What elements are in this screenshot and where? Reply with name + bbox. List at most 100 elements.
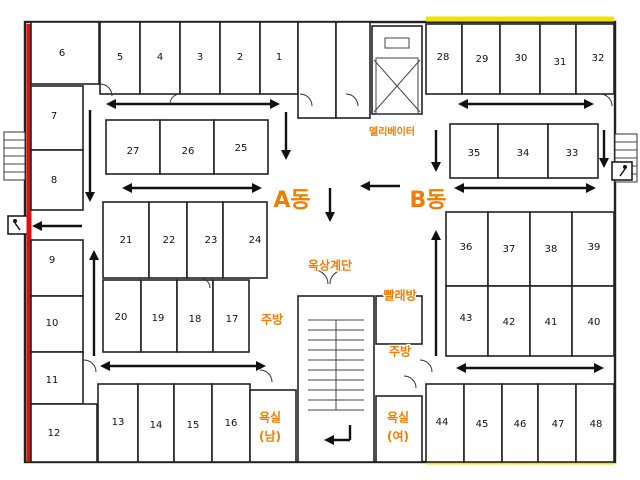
room-number: 2	[237, 52, 243, 63]
room-10	[30, 295, 84, 353]
bath-women-sub-label: (여)	[387, 429, 409, 444]
room-number: 40	[588, 317, 601, 328]
room-46	[501, 383, 539, 463]
bath-women-label: 욕실	[387, 410, 409, 425]
room-32	[575, 23, 615, 95]
room-number: 26	[182, 146, 195, 157]
left-exit-stairs	[3, 131, 26, 181]
room-number: 25	[235, 143, 248, 154]
room-number: 48	[590, 419, 603, 430]
room-number: 46	[514, 419, 527, 430]
room-23	[186, 201, 224, 279]
building-b-label: B동	[409, 188, 446, 213]
building-a-label: A동	[273, 188, 310, 213]
room-number: 22	[163, 235, 176, 246]
room-number: 1	[276, 52, 282, 63]
room-number: 28	[437, 52, 450, 63]
room-number: 7	[51, 111, 57, 122]
room-14	[137, 383, 175, 463]
evacuation-arrows	[32, 99, 609, 445]
room-3	[179, 21, 221, 95]
room-number: 20	[115, 312, 128, 323]
room-number: 34	[517, 148, 530, 159]
room-11	[30, 351, 84, 405]
room-number: 3	[197, 52, 203, 63]
room-number: 30	[515, 53, 528, 64]
room-36	[445, 211, 489, 287]
room-number: 11	[46, 375, 59, 386]
room-44	[425, 383, 465, 463]
exit-sign-left	[7, 215, 29, 235]
room-number: 45	[476, 419, 489, 430]
room-number: 24	[249, 235, 262, 246]
room-40	[571, 285, 615, 357]
room-31	[539, 23, 577, 95]
room-number: 33	[566, 148, 579, 159]
room-number: 12	[48, 428, 61, 439]
room-number: 4	[157, 52, 163, 63]
room-12	[30, 403, 98, 463]
room-number: 44	[436, 417, 449, 428]
room-43	[445, 285, 489, 357]
room-number: 18	[189, 314, 202, 325]
room-16	[211, 383, 251, 463]
room-41	[529, 285, 573, 357]
room-15	[173, 383, 213, 463]
kitchen-a-label: 주방	[261, 312, 283, 327]
central-core	[249, 21, 423, 463]
room-2	[219, 21, 261, 95]
room-33	[547, 123, 599, 179]
elevator-label: 엘리베이터	[369, 125, 415, 138]
room-45	[463, 383, 503, 463]
room-number: 37	[503, 244, 516, 255]
room-29	[461, 23, 501, 95]
room-number: 31	[554, 57, 567, 68]
room-35	[449, 123, 499, 179]
room-number: 35	[468, 148, 481, 159]
room-number: 42	[503, 317, 516, 328]
room-number: 9	[49, 255, 55, 266]
room-number: 15	[187, 420, 200, 431]
room-4	[139, 21, 181, 95]
area-labels: A동 B동 엘리베이터 옥상계단 빨래방 주방 주방 욕실 (남) 욕실 (여)	[258, 124, 448, 445]
room-number: 36	[460, 242, 473, 253]
room-42	[487, 285, 531, 357]
room-number: 16	[225, 418, 238, 429]
room-number: 8	[51, 175, 57, 186]
room-13	[97, 383, 139, 463]
room-7	[30, 85, 84, 151]
room-17	[212, 279, 250, 353]
bath-men-label: 욕실	[259, 410, 281, 425]
room-24	[222, 201, 268, 279]
room-number: 43	[460, 313, 473, 324]
room-27	[105, 119, 161, 175]
room-25	[213, 119, 269, 175]
exit-sign-right	[611, 161, 633, 181]
room-47	[537, 383, 577, 463]
room-34	[497, 123, 549, 179]
room-39	[571, 211, 615, 287]
room-9	[30, 239, 84, 297]
bath-men-sub-label: (남)	[259, 429, 281, 444]
room-number: 19	[152, 313, 165, 324]
room-48	[575, 383, 615, 463]
room-number: 5	[117, 52, 123, 63]
room-18	[176, 279, 214, 353]
room-26	[159, 119, 215, 175]
room-28	[425, 23, 463, 95]
room-number: 32	[592, 53, 605, 64]
room-5	[99, 21, 141, 95]
main-stairs	[308, 319, 364, 411]
room-6	[30, 21, 100, 85]
room-number: 21	[120, 235, 133, 246]
room-number: 29	[476, 54, 489, 65]
room-number: 6	[59, 48, 65, 59]
room-number: 41	[545, 317, 558, 328]
rooftop-stairs-label: 옥상계단	[308, 258, 352, 273]
rooms-b	[425, 23, 615, 463]
laundry-label: 빨래방	[383, 288, 416, 303]
rooms-a	[30, 21, 299, 463]
room-8	[30, 149, 84, 211]
room-number: 47	[552, 419, 565, 430]
